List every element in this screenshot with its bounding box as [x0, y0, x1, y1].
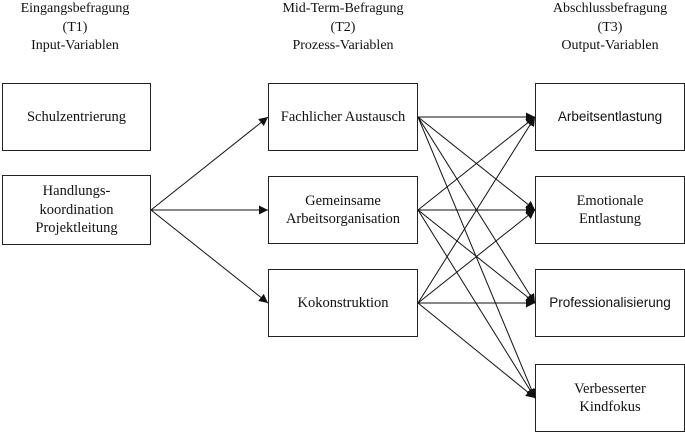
node-kokonstruktion-label: Kokonstruktion — [297, 294, 389, 311]
node-gemeinsame-arbeitsorganisation-label: Gemeinsame Arbeitsorganisation — [285, 192, 401, 228]
arrow-kokonstruktion-to-arbeitsentlastung — [417, 116, 536, 304]
node-fachlicher-austausch-label: Fachlicher Austausch — [280, 108, 406, 125]
node-verbesserter-kindfokus-label: Verbesserter Kindfokus — [574, 380, 646, 416]
node-fachlicher-austausch: Fachlicher Austausch — [268, 83, 418, 151]
column-heading-t2: Mid-Term-Befragung (T2) Prozess-Variable… — [268, 0, 418, 56]
arrow-handlungskoordination-to-kokonstruktion — [150, 209, 269, 304]
column-heading-t3-line3: Output-Variablen — [561, 38, 659, 53]
arrow-gemeinsame-arbeitsorganisation-to-verbesserter-kindfokus — [417, 209, 536, 399]
arrow-handlungskoordination-to-fachlicher-austausch — [150, 116, 269, 211]
column-heading-t2-line2: (T2) — [330, 19, 356, 35]
column-heading-t1-line2: (T1) — [62, 19, 88, 35]
column-heading-t1: Eingangsbefragung (T1) Input-Variablen — [0, 0, 150, 56]
node-arbeitsentlastung-label: Arbeitsentlastung — [557, 108, 663, 124]
column-heading-t3-line1: Abschlussbefragung — [552, 1, 668, 16]
node-schulzentrierung: Schulzentrierung — [2, 83, 151, 151]
node-kokonstruktion: Kokonstruktion — [268, 269, 418, 337]
arrow-gemeinsame-arbeitsorganisation-to-arbeitsentlastung — [417, 116, 536, 211]
column-heading-t3-line2: (T3) — [597, 19, 623, 35]
arrow-kokonstruktion-to-emotionale-entlastung — [417, 209, 536, 304]
node-arbeitsentlastung: Arbeitsentlastung — [535, 83, 685, 151]
column-heading-t1-line3: Input-Variablen — [31, 38, 119, 53]
column-heading-t3: Abschlussbefragung (T3) Output-Variablen — [535, 0, 685, 56]
column-heading-t2-line3: Prozess-Variablen — [292, 38, 394, 53]
node-verbesserter-kindfokus: Verbesserter Kindfokus — [535, 364, 685, 432]
node-emotionale-entlastung-label: Emotionale Entlastung — [576, 192, 644, 228]
column-heading-t2-line1: Mid-Term-Befragung — [282, 1, 404, 16]
arrow-fachlicher-austausch-to-verbesserter-kindfokus — [417, 116, 536, 399]
node-handlungskoordination-label: Handlungs- koordination Projektleitung — [35, 183, 118, 237]
node-professionalisierung-label: Professionalisierung — [549, 294, 671, 310]
node-schulzentrierung-label: Schulzentrierung — [26, 108, 127, 125]
node-gemeinsame-arbeitsorganisation: Gemeinsame Arbeitsorganisation — [268, 176, 418, 244]
column-heading-t1-line1: Eingangsbefragung — [20, 1, 130, 16]
arrow-kokonstruktion-to-verbesserter-kindfokus — [417, 302, 536, 399]
node-emotionale-entlastung: Emotionale Entlastung — [535, 176, 685, 244]
node-professionalisierung: Professionalisierung — [535, 269, 685, 337]
node-handlungskoordination-projektleitung: Handlungs- koordination Projektleitung — [2, 175, 151, 245]
